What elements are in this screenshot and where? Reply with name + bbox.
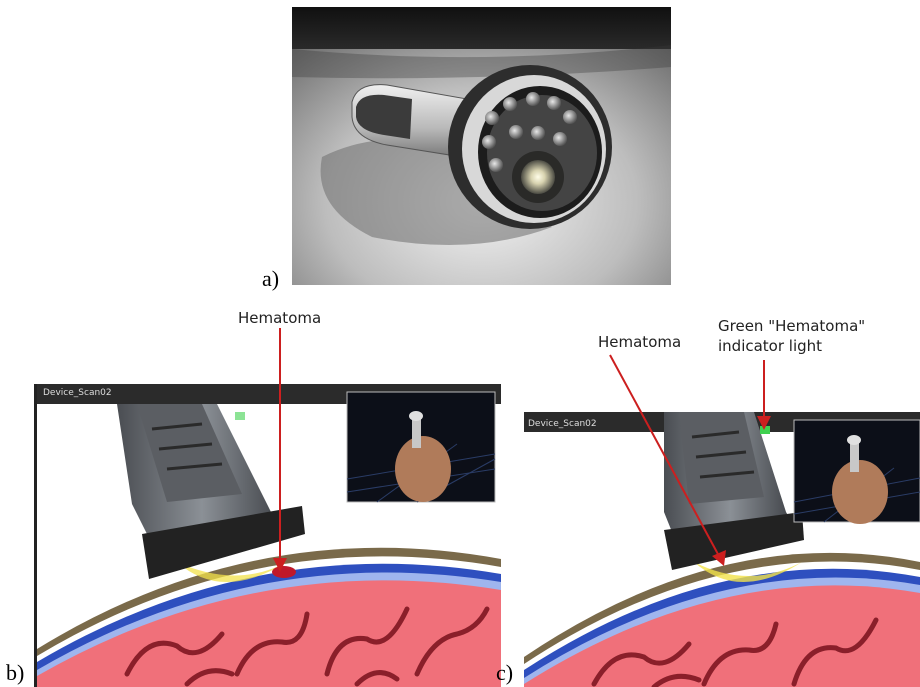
- inset-3d-head-view-c: [794, 420, 920, 524]
- panel-b-label: b): [6, 660, 24, 686]
- scan-view-hematoma-detection: Device_Scan02: [34, 384, 501, 687]
- panel-a-label: a): [262, 266, 279, 292]
- scan-window-title: Device_Scan02: [43, 388, 112, 398]
- inset-3d-head-view: [347, 392, 495, 502]
- indicator-callout-line1: Green "Hematoma": [718, 316, 865, 336]
- callout-arrows-c: [600, 350, 780, 590]
- panel-c-label: c): [496, 660, 513, 686]
- scan-window-title-c: Device_Scan02: [528, 419, 597, 429]
- hematoma-arrow-b: [270, 328, 290, 574]
- device-render-photo: [292, 7, 671, 285]
- hematoma-callout-b: Hematoma: [238, 308, 321, 328]
- hematoma-callout-c: Hematoma: [598, 332, 681, 352]
